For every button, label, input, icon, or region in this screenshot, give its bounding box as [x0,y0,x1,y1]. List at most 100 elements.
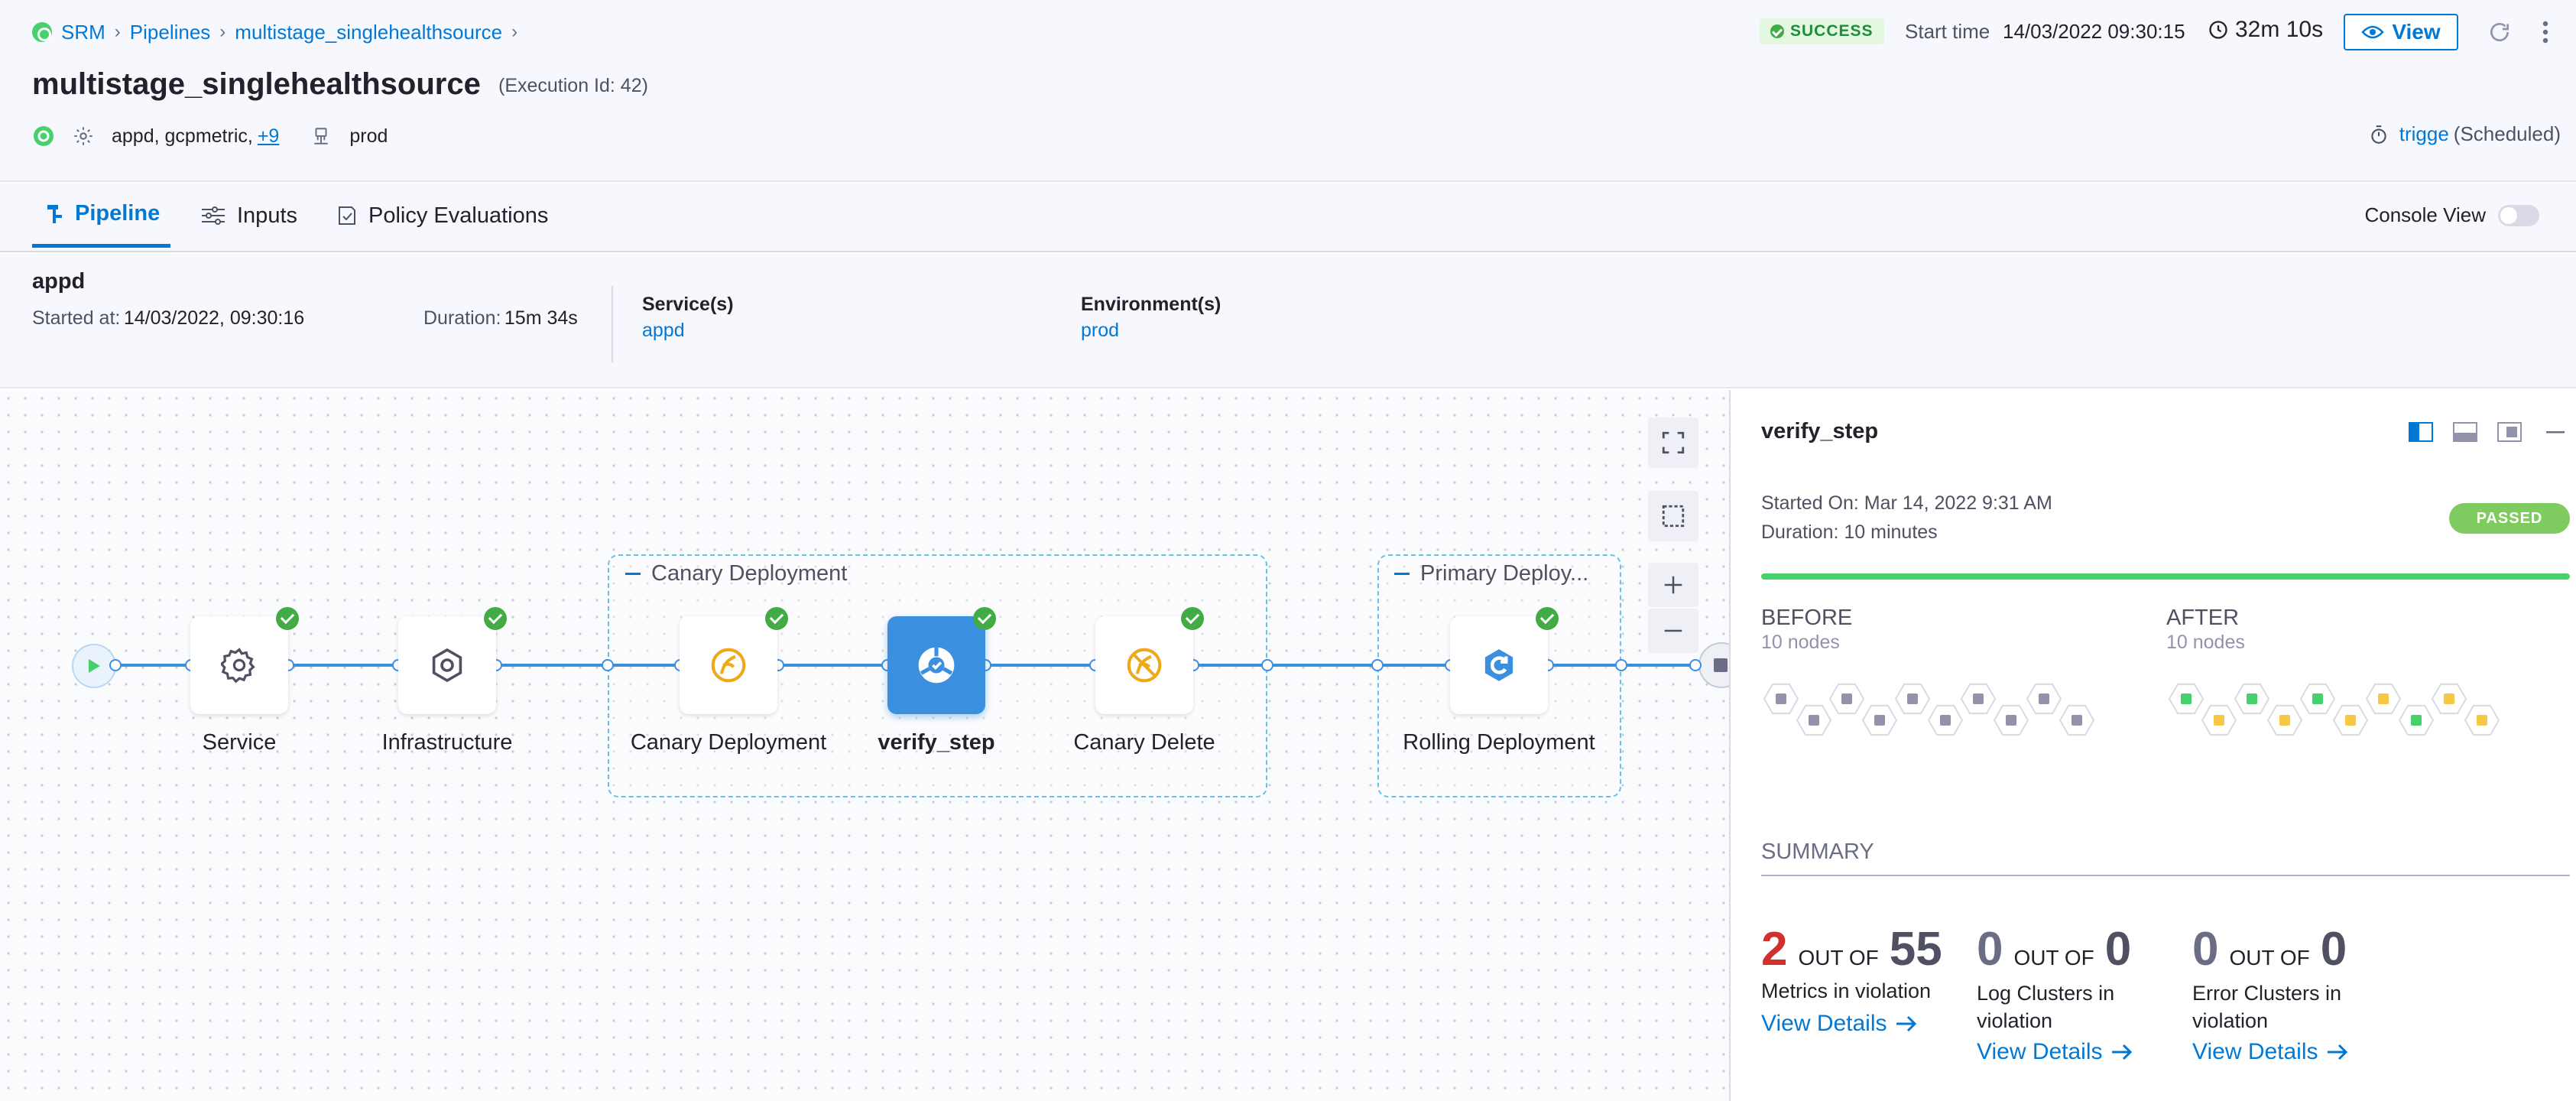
stage-name: appd [32,269,86,294]
divider [612,286,613,362]
verify-step-node[interactable] [887,616,985,714]
breadcrumb-srm[interactable]: SRM [61,20,105,44]
error-clusters-violation-card: 0 OUT OF 0 Error Clusters in violation V… [2192,922,2376,1065]
environment-icon [310,125,333,148]
trigger-info: trigge (Scheduled) [2369,122,2561,146]
stop-icon [1714,658,1728,672]
tab-inputs-label: Inputs [237,203,297,228]
canary-delete-step-node[interactable] [1095,616,1193,714]
view-details-link[interactable]: View Details [1977,1039,2160,1065]
canary-deployment-step-node[interactable] [680,616,777,714]
success-check-icon [484,607,507,630]
breadcrumb-pipeline[interactable]: multistage_singlehealthsource [235,20,503,44]
pipeline-graph-canvas[interactable]: Canary Deployment Primary Deploy... Serv… [0,390,1744,1101]
violation-count: 0 [1977,923,2003,976]
started-value: 14/03/2022, 09:30:16 [123,307,305,329]
node-label: Service [202,730,277,755]
view-details-link[interactable]: View Details [1761,1011,1975,1037]
dock-bottom-icon[interactable] [2452,421,2478,443]
zoom-in-button[interactable] [1648,563,1698,607]
canary-group-title[interactable]: Canary Deployment [625,561,847,586]
float-panel-icon[interactable] [2497,421,2522,443]
view-details-label: View Details [2192,1039,2318,1064]
before-nodes-hexmap[interactable] [1761,680,2113,742]
service-step-node[interactable] [190,616,288,714]
policy-icon [336,204,358,227]
out-of-label: OUT OF [1798,946,1879,969]
more-tags-link[interactable]: +9 [257,125,280,147]
refresh-icon[interactable] [2484,17,2515,47]
after-nodes-hexmap[interactable] [2166,680,2518,742]
tab-pipeline[interactable]: Pipeline [32,184,171,248]
select-area-icon [1662,505,1685,528]
stopwatch-icon [2371,125,2386,144]
console-view-toggle[interactable]: Console View [2364,203,2539,227]
environments-heading: Environment(s) [1081,294,1221,315]
node-status-dot [2039,693,2049,704]
rolling-icon [1484,649,1513,681]
view-details-link[interactable]: View Details [2192,1039,2376,1065]
inputs-icon [200,204,226,227]
progress-bar [1761,573,2570,580]
stage-duration: Duration: 15m 34s [423,307,578,330]
more-options-icon[interactable] [2530,17,2561,47]
success-check-icon [1536,607,1559,630]
srm-module-icon [32,125,55,148]
status-badge: SUCCESS [1760,18,1884,44]
service-tags: appd, gcpmetric, [112,125,253,147]
violation-label: Error Clusters in violation [2192,982,2342,1032]
chevron-right-icon: › [511,21,518,42]
chevron-right-icon: › [114,21,121,42]
node-label: Canary Delete [1073,730,1215,755]
duration-value: 15m 34s [504,307,578,329]
environments-value[interactable]: prod [1081,320,1120,341]
log-clusters-violation-card: 0 OUT OF 0 Log Clusters in violation Vie… [1977,922,2160,1065]
out-of-label: OUT OF [2013,946,2094,969]
violation-total: 0 [2104,923,2132,976]
arrow-right-icon [2111,1044,2132,1060]
canary-icon [711,648,746,683]
node-status-dot [2279,715,2290,726]
services-value[interactable]: appd [642,320,685,341]
node-status-dot [2072,715,2082,726]
minus-icon [1664,629,1682,632]
node-status-dot [2214,715,2224,726]
node-status-dot [2411,715,2422,726]
pipeline-icon [46,203,64,226]
chevron-right-icon: › [219,21,226,42]
plus-icon [1664,576,1682,594]
node-status-dot [2006,715,2016,726]
view-details-label: View Details [1761,1011,1887,1036]
group-title-text: Canary Deployment [651,561,848,586]
srm-logo-icon [32,22,52,42]
fit-to-screen-button[interactable] [1648,491,1698,541]
check-icon [1770,24,1784,38]
after-heading: AFTER [2166,606,2240,630]
success-check-icon [1181,607,1204,630]
rolling-deployment-step-node[interactable] [1450,616,1548,714]
minimize-icon[interactable] [2542,421,2568,443]
total-duration: 32m 10s [2208,17,2323,43]
primary-group-title[interactable]: Primary Deploy... [1394,561,1588,586]
violation-label: Log Clusters in violation [1977,982,2115,1032]
tab-policy-evaluations[interactable]: Policy Evaluations [336,184,548,248]
toggle-switch[interactable] [2498,204,2539,226]
start-node[interactable] [72,644,116,688]
view-button[interactable]: View [2344,14,2458,50]
port [109,659,122,671]
dock-right-icon[interactable] [2408,421,2434,443]
arrow-right-icon [2327,1044,2347,1060]
breadcrumb-pipelines[interactable]: Pipelines [129,20,211,44]
execution-id: (Execution Id: 42) [498,75,648,96]
port [1261,659,1273,671]
fullscreen-button[interactable] [1648,417,1698,468]
zoom-out-button[interactable] [1648,609,1698,653]
node-status-dot [2181,693,2192,704]
trigger-link[interactable]: trigge [2399,122,2449,145]
tab-inputs[interactable]: Inputs [200,184,297,248]
node-status-dot [2378,693,2389,704]
success-check-icon [973,607,996,630]
execution-header: SRM › Pipelines › multistage_singlehealt… [0,0,2576,182]
node-status-dot [2444,693,2454,704]
infrastructure-step-node[interactable] [398,616,496,714]
